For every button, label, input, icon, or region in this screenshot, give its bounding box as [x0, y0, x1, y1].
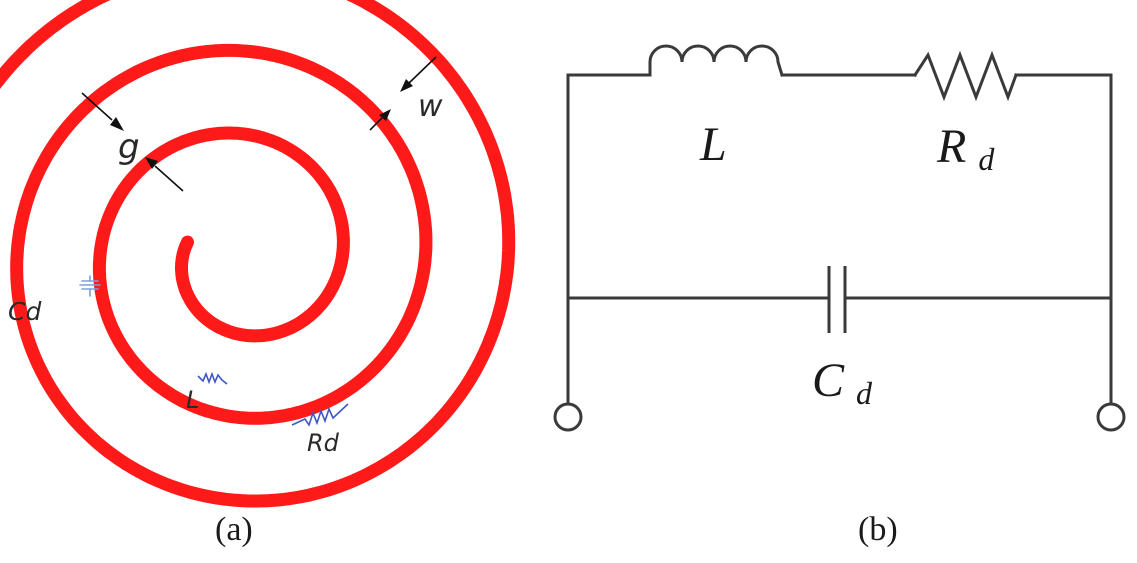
resistance-label: Rd [307, 429, 340, 457]
gap-label: g [118, 127, 140, 167]
capacitor-label-main: C [812, 354, 845, 407]
left-terminal [553, 402, 583, 432]
resistor-symbol [912, 50, 1018, 102]
inductor-label: L [699, 118, 727, 171]
gap-dimension-arrows [81, 92, 184, 192]
panel-a-spiral: g w Cd L Rd (a) [0, 0, 516, 548]
inductance-label: L [186, 386, 199, 414]
resistor-label-main: R [936, 120, 966, 173]
panel-a-caption: (a) [215, 511, 253, 548]
capacitor-label-subscript: d [856, 375, 873, 411]
resistor-label-subscript: d [978, 141, 995, 177]
width-dimension-arrows [369, 56, 437, 131]
panel-b-caption: (b) [858, 511, 898, 548]
parasitic-inductance-symbol [197, 371, 228, 385]
panel-b-circuit: L R d C d (b) [553, 44, 1126, 548]
parasitic-resistance-symbol [291, 403, 349, 427]
inductor-symbol [648, 44, 784, 77]
capacitor-label: C d [812, 354, 873, 411]
right-terminal [1096, 402, 1126, 432]
capacitance-label: Cd [8, 297, 41, 326]
spiral-coil [0, 0, 516, 508]
parasitic-capacitor-symbol [79, 275, 101, 297]
resistor-label: R d [936, 120, 995, 177]
width-label: w [418, 89, 443, 124]
